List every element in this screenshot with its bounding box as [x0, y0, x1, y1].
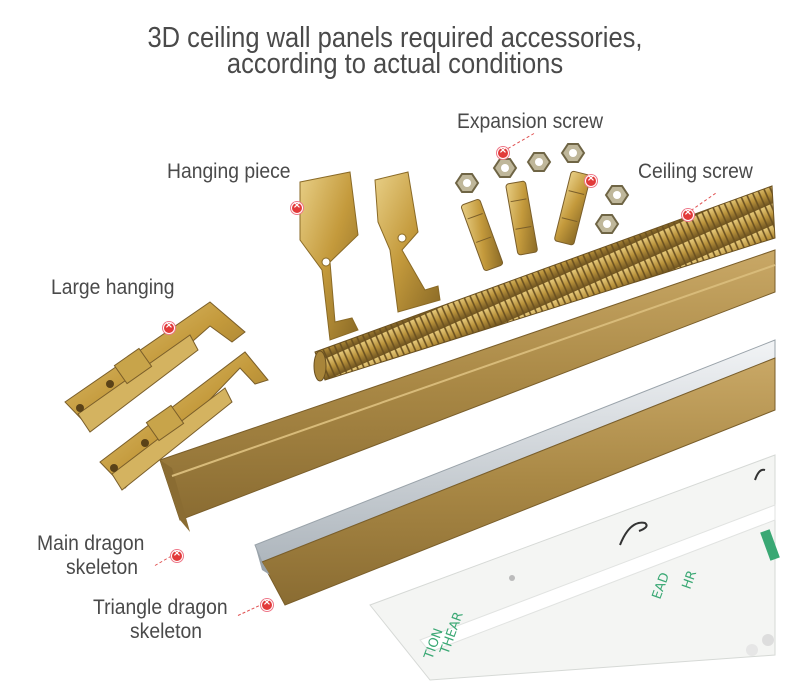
- label-ceiling-screw: Ceiling screw: [638, 160, 753, 183]
- label-main-dragon-line-2: skeleton: [66, 556, 138, 579]
- main-rail-shape: [159, 249, 776, 532]
- marker-expansion-screw-2: [585, 173, 597, 187]
- title-line-2: according to actual conditions: [226, 48, 564, 80]
- triangle-skeleton-shape: TION THEAR EAD HR: [369, 454, 780, 681]
- marker-main-dragon: [171, 548, 183, 562]
- large-hanging-shape: [64, 301, 269, 491]
- marker-ceiling-screw: [682, 207, 694, 221]
- label-hanging-piece: Hanging piece: [167, 160, 291, 183]
- triangle-rail-shape: [254, 339, 776, 606]
- marker-expansion-screw: [497, 145, 509, 159]
- label-large-hanging: Large hanging: [51, 276, 175, 299]
- hanging-piece-shape: [299, 171, 441, 341]
- label-triangle-dragon-line-2: skeleton: [130, 620, 202, 643]
- svg-text:HR: HR: [680, 569, 701, 592]
- label-expansion-screw: Expansion screw: [457, 110, 604, 133]
- expansion-screw-shape: [454, 143, 630, 271]
- marker-triangle-dragon: [261, 597, 273, 611]
- label-triangle-dragon-line-1: Triangle dragon: [93, 596, 228, 619]
- marker-hanging-piece: [291, 200, 303, 214]
- title-line-1: 3D ceiling wall panels required accessor…: [147, 22, 643, 54]
- marker-large-hanging: [163, 320, 175, 334]
- ceiling-screw-shape: [313, 185, 776, 382]
- label-main-dragon-line-1: Main dragon: [37, 532, 145, 555]
